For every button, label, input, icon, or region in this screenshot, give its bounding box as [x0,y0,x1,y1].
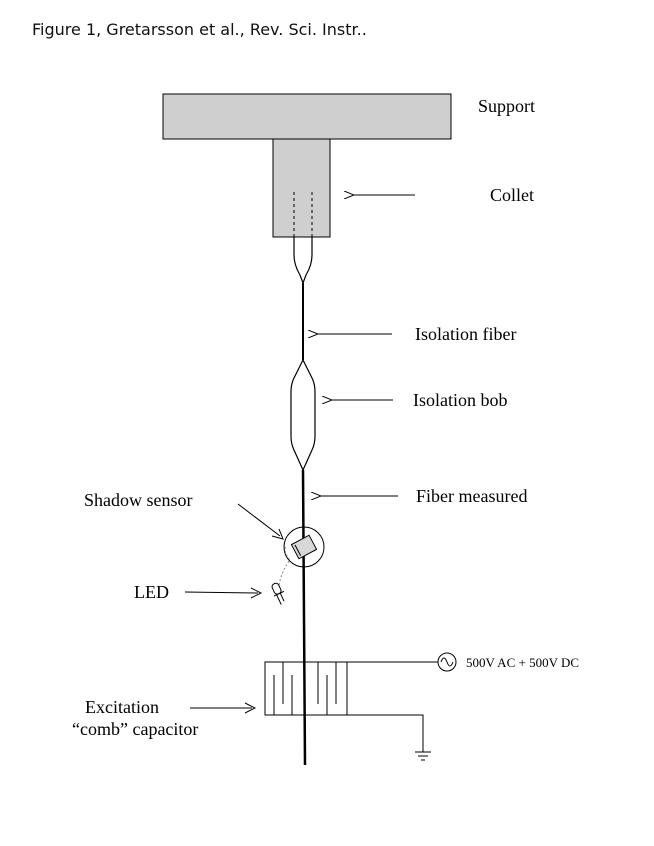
led-light-path [278,544,291,586]
isolation-bob [290,358,316,472]
collet-fork [293,237,313,285]
excitation-arrowhead [244,702,257,714]
shadow-sensor-ring [283,526,325,568]
isolation-bob-label: Isolation bob [413,390,508,410]
shadow-sensor-arrowhead [271,528,284,540]
fiber-measured [301,469,307,766]
fiber-measured-label: Fiber measured [416,486,527,506]
figure-caption: Figure 1, Gretarsson et al., Rev. Sci. I… [32,20,367,39]
shadow-sensor-label: Shadow sensor [84,490,193,510]
led-icon [271,582,285,605]
shadow-sensor-arrow [237,503,281,537]
excitation-label-line1: Excitation [85,697,159,717]
voltage-label: 500V AC + 500V DC [466,655,579,670]
ac-source-icon [437,652,457,672]
isolation-fiber-label: Isolation fiber [415,324,516,344]
shadow-sensor-icon [290,534,318,560]
led-label: LED [134,582,169,602]
led-arrow [184,591,259,594]
led-arrowhead [250,587,263,599]
collet-label: Collet [490,185,534,205]
support-block [162,93,452,140]
comb-capacitor-frame [264,661,348,716]
collet-block [272,138,331,238]
ground-icon [415,751,431,761]
ground-wire [347,714,424,752]
excitation-label-line2: “comb” capacitor [72,719,198,739]
support-label: Support [478,96,535,116]
